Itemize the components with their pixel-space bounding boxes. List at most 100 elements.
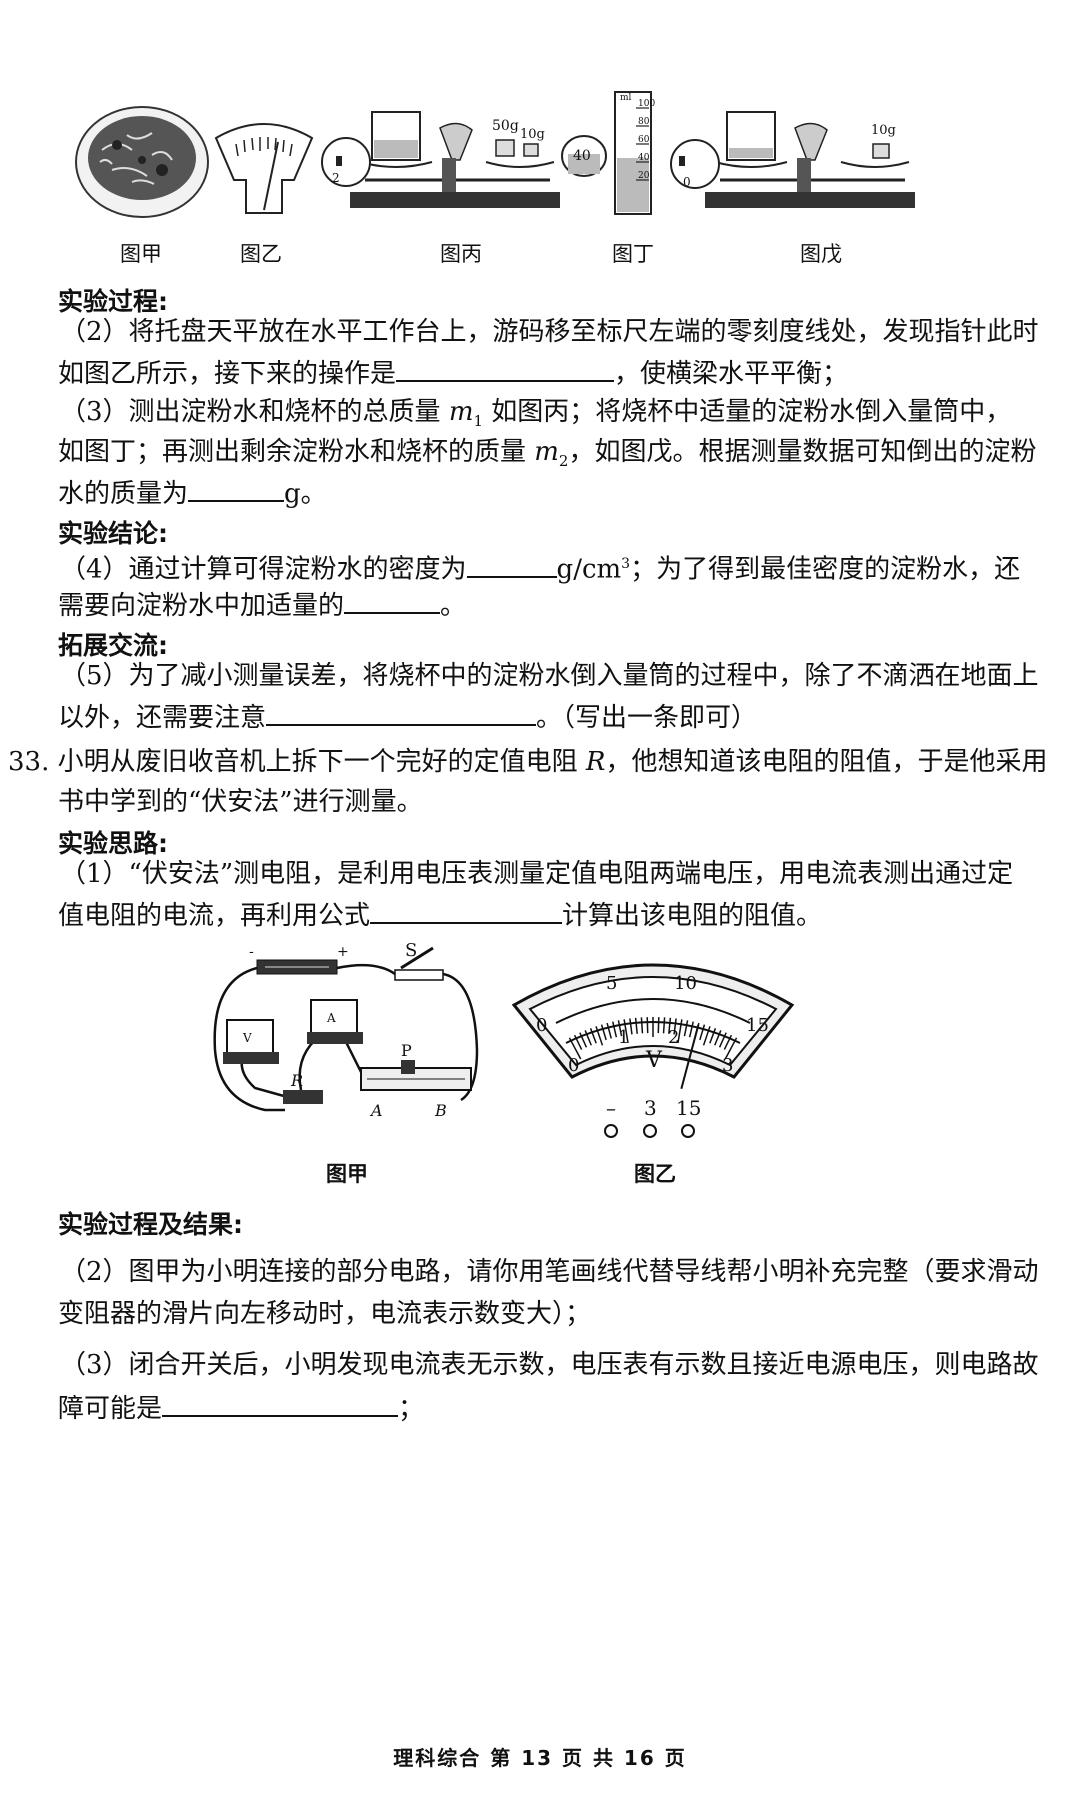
- heading-result: 实验过程及结果:: [58, 1210, 243, 1239]
- resistor-label: R: [290, 1071, 303, 1090]
- terminal-3: 3: [644, 1096, 657, 1120]
- dial-tick: [718, 1032, 727, 1048]
- terminal-a-label: A: [369, 1101, 383, 1120]
- dial-tick: [640, 1017, 644, 1034]
- dial-tick: [688, 1021, 694, 1038]
- terminal-15-post: [681, 1124, 695, 1138]
- dial-tick: [573, 1034, 583, 1050]
- q2-line1: （2）将托盘天平放在水平工作台上，游码移至标尺左端的零刻度线处，发现指针此时: [60, 317, 1039, 347]
- terminal-b-label: B: [434, 1101, 447, 1120]
- q33-line1: 33. 小明从废旧收音机上拆下一个完好的定值电阻 R，他想知道该电阻的阻值，于是…: [8, 742, 1047, 782]
- inner-label-1: 1: [618, 1027, 629, 1048]
- terminal-minus: –: [606, 1096, 616, 1120]
- terminal-3-post: [643, 1124, 657, 1138]
- q2-answer-blank[interactable]: [396, 352, 615, 382]
- caption-meter: 图乙: [634, 1162, 676, 1186]
- dial-tick: [673, 1018, 677, 1035]
- q33-text-a: 小明从废旧收音机上拆下一个完好的定值电阻: [57, 747, 586, 777]
- dial-tick: [579, 1032, 588, 1048]
- caption-ding: 图丁: [612, 242, 654, 266]
- wu-weight-10: 10g: [871, 123, 896, 138]
- s2-q3-line2: 障可能是 ；: [58, 1387, 424, 1429]
- slider-label: P: [401, 1041, 412, 1060]
- dial-tick: [724, 1037, 738, 1060]
- inner-label-3: 3: [722, 1055, 733, 1076]
- q3-text-f: g。: [284, 479, 327, 509]
- ding-tick-1: 80: [638, 117, 650, 127]
- outer-label-5: 5: [606, 973, 617, 994]
- s2-q3-text-a: 障可能是: [58, 1394, 163, 1424]
- dial-tick: [595, 1026, 604, 1046]
- figure-jia-plate: [75, 106, 209, 218]
- dial-tick: [634, 1017, 638, 1034]
- dial-tick: [589, 1028, 597, 1044]
- q33-number: 33.: [8, 747, 50, 777]
- outer-label-10: 10: [674, 973, 697, 994]
- dial-tick: [657, 1017, 660, 1034]
- q3-m1-sub: 1: [473, 412, 484, 431]
- s2-q3-line1: （3）闭合开关后，小明发现电流表无示数，电压表有示数且接近电源电压，则电路故: [60, 1350, 1039, 1380]
- inner-label-0: 0: [568, 1055, 579, 1076]
- meter-unit: V: [645, 1048, 663, 1073]
- q3-line2: 如图丁；再测出剩余淀粉水和烧杯的质量 m2，如图戊。根据测量数据可知倒出的淀粉: [58, 432, 1036, 481]
- dial-tick: [606, 1022, 612, 1039]
- caption-circuit: 图甲: [326, 1162, 368, 1186]
- figure-wu-balance: 0 10g: [670, 111, 915, 208]
- q33-q1-line1: （1）“伏安法”测电阻，是利用电压表测量定值电阻两端电压，用电流表测出通过定: [60, 859, 1014, 889]
- battery-plus: +: [337, 944, 349, 960]
- s2-q3-text-b: ；: [398, 1394, 425, 1424]
- q5-text-a: 以外，还需要注意: [58, 703, 267, 733]
- q3-text-c: 如图丁；再测出剩余淀粉水和烧杯的质量: [58, 437, 535, 467]
- fault-answer-blank[interactable]: [162, 1387, 399, 1417]
- q3-text-d: ，如图戊。根据测量数据可知倒出的淀粉: [568, 437, 1037, 467]
- q33-line2: 书中学到的“伏安法”进行测量。: [58, 787, 423, 817]
- dial-tick: [600, 1024, 607, 1041]
- dial-tick: [617, 1020, 623, 1037]
- dial-tick: [702, 1026, 711, 1046]
- dial-tick: [568, 1037, 582, 1060]
- q3-answer-blank[interactable]: [188, 472, 285, 502]
- q33-text-b: ，他想知道该电阻的阻值，于是他采用: [605, 747, 1048, 777]
- terminal-15: 15: [676, 1096, 701, 1120]
- ding-tick-4: 20: [638, 171, 650, 181]
- q2-text-b: ，使横梁水平平衡；: [614, 359, 849, 389]
- q4-text-a: （4）通过计算可得淀粉水的密度为: [60, 554, 467, 585]
- dial-tick: [662, 1017, 666, 1034]
- figure-ding-cylinder: ml 100 80 60 40 20 40: [561, 91, 655, 215]
- dial-tick: [668, 1017, 672, 1034]
- q5-text-b: 。（写出一条即可）: [536, 703, 758, 733]
- dial-tick: [699, 1024, 706, 1041]
- q33-formula-blank[interactable]: [370, 894, 563, 924]
- bing-weight-10: 10g: [520, 127, 545, 142]
- q4-unit-sup: 3: [621, 556, 631, 572]
- heading-idea: 实验思路:: [58, 829, 168, 858]
- q5-answer-blank[interactable]: [266, 696, 537, 726]
- q5-line2: 以外，还需要注意 。（写出一条即可）: [58, 696, 757, 738]
- voltmeter-label: V: [242, 1031, 252, 1045]
- q4-additive-blank[interactable]: [344, 584, 441, 614]
- outer-label-0: 0: [536, 1015, 547, 1036]
- dial-tick: [683, 1020, 689, 1037]
- dial-tick: [646, 1017, 649, 1034]
- heading-process: 实验过程:: [58, 287, 168, 316]
- q4-text-d: 。: [440, 591, 467, 621]
- q2-text-a: 如图乙所示，接下来的操作是: [58, 359, 397, 389]
- q3-text-e: 水的质量为: [58, 479, 189, 509]
- q4-density-blank[interactable]: [466, 548, 557, 578]
- q4-line2: 需要向淀粉水中加适量的。: [58, 584, 466, 626]
- s2-q2-line1: （2）图甲为小明连接的部分电路，请你用笔画线代替导线帮小明补充完整（要求滑动: [60, 1257, 1039, 1287]
- dial-tick: [709, 1028, 717, 1044]
- dial-tick: [584, 1030, 592, 1046]
- q3-line3: 水的质量为 g。: [58, 472, 327, 514]
- q3-text-a: （3）测出淀粉水和烧杯的总质量: [60, 397, 449, 427]
- dial-tick: [677, 1019, 683, 1044]
- q33-q1-line2: 值电阻的电流，再利用公式计算出该电阻的阻值。: [58, 894, 822, 936]
- q33-q1-text-b: 计算出该电阻的阻值。: [562, 901, 823, 931]
- ding-tick-3: 40: [638, 153, 650, 163]
- battery-minus: -: [249, 944, 254, 960]
- ding-tick-0: 100: [638, 99, 655, 109]
- caption-yi: 图乙: [240, 242, 282, 266]
- ammeter-label: A: [326, 1011, 336, 1025]
- dial-tick: [723, 1034, 733, 1050]
